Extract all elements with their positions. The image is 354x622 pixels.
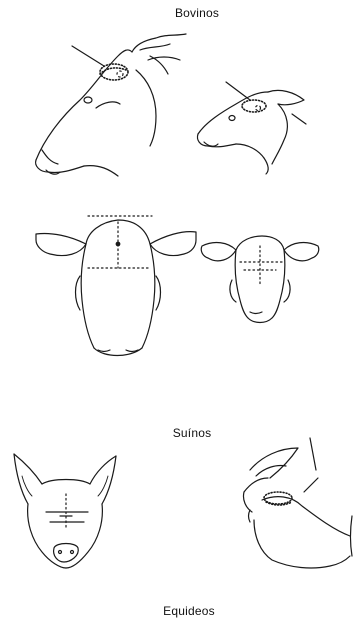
pig-side-pointer	[310, 438, 316, 470]
pig-side-pointer-2	[304, 478, 318, 492]
pig-side-outline	[243, 448, 352, 568]
pig-side-stun-zone	[264, 492, 292, 505]
